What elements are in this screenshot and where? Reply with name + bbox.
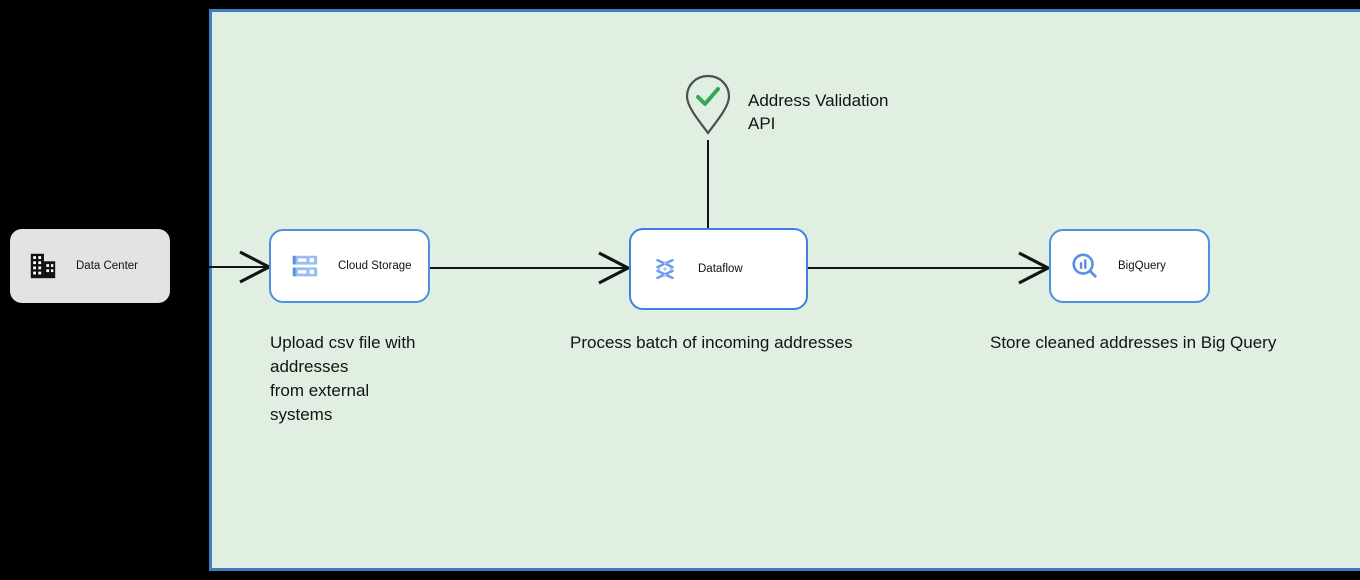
caption-bigquery: Store cleaned addresses in Big Query — [990, 333, 1277, 352]
node-bigquery-label: BigQuery — [1118, 260, 1166, 272]
node-data-center[interactable]: Data Center — [10, 229, 170, 303]
node-data-center-label: Data Center — [76, 260, 139, 272]
map-pin-check-icon[interactable] — [684, 74, 732, 136]
cloud-storage-icon — [292, 255, 318, 277]
node-dataflow-label: Dataflow — [698, 263, 743, 275]
caption-cloud-storage: Upload csv file with addresses from exte… — [270, 333, 416, 424]
bigquery-icon — [1072, 253, 1097, 278]
api-label: Address Validation API — [748, 91, 889, 133]
node-cloud-storage-label: Cloud Storage — [338, 260, 412, 272]
node-bigquery[interactable]: BigQuery — [1049, 229, 1210, 303]
node-cloud-storage[interactable]: Cloud Storage — [269, 229, 430, 303]
dataflow-icon — [656, 258, 674, 280]
node-dataflow[interactable]: Dataflow — [629, 228, 808, 310]
caption-dataflow: Process batch of incoming addresses — [570, 333, 853, 352]
data-center-icon — [30, 253, 56, 279]
